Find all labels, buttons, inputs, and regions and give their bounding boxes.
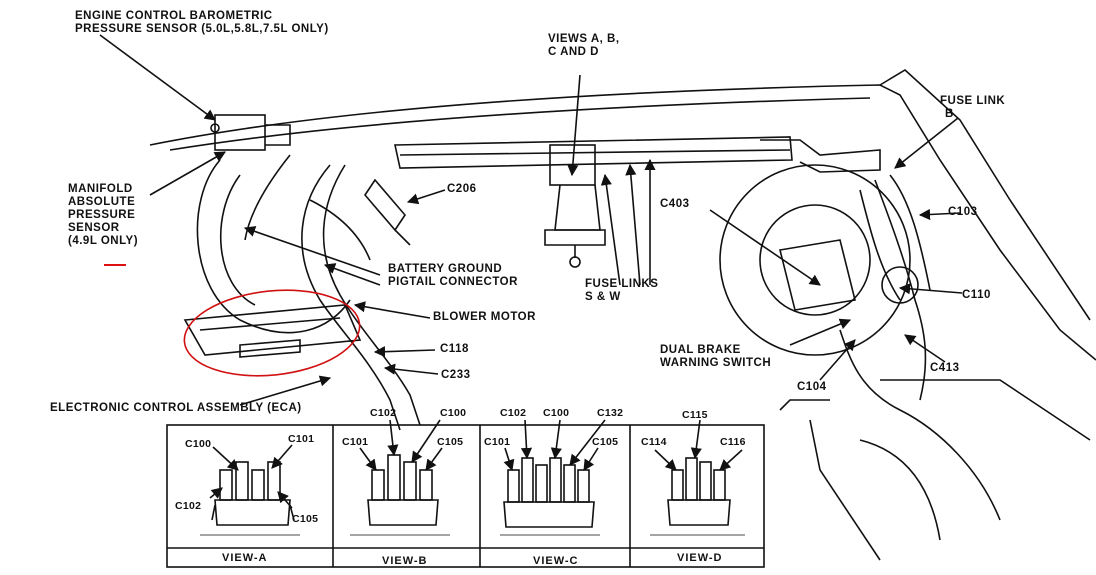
view-c-c101: C101 bbox=[484, 436, 511, 448]
view-a-c100: C100 bbox=[185, 438, 212, 450]
dual-brake-label: DUAL BRAKE WARNING SWITCH bbox=[660, 344, 771, 370]
eca-label: ELECTRONIC CONTROL ASSEMBLY (ECA) bbox=[50, 402, 302, 414]
brake-booster bbox=[719, 164, 911, 356]
map-sensor-label: MANIFOLD ABSOLUTE PRESSURE SENSOR (4.9L … bbox=[68, 183, 138, 248]
fuse-links-line2: S & W bbox=[585, 291, 621, 303]
views-label-line2: C AND D bbox=[548, 46, 599, 58]
view-d-c114: C114 bbox=[641, 436, 667, 448]
view-b-c105: C105 bbox=[437, 436, 464, 448]
map-label-line4: SENSOR bbox=[68, 222, 120, 234]
view-d-connectors bbox=[654, 419, 743, 526]
view-c-connectors bbox=[503, 419, 606, 528]
fuse-link-b-line2: B bbox=[945, 108, 954, 120]
map-label-line1: MANIFOLD bbox=[68, 183, 133, 195]
view-c-c100: C100 bbox=[543, 407, 570, 419]
fuse-links-line1: FUSE LINKS bbox=[585, 278, 659, 290]
view-b-c100: C100 bbox=[440, 407, 467, 419]
c233-label: C233 bbox=[441, 369, 471, 381]
view-d-c116: C116 bbox=[720, 436, 746, 448]
view-a-c105: C105 bbox=[292, 513, 319, 525]
fuse-links-sw-label: FUSE LINKS S & W bbox=[585, 278, 658, 304]
view-b-c102: C102 bbox=[370, 407, 397, 419]
eca-module bbox=[183, 304, 362, 356]
baro-label-line1: ENGINE CONTROL BAROMETRIC bbox=[75, 10, 273, 22]
map-label-line3: PRESSURE bbox=[68, 209, 136, 221]
c103-label: C103 bbox=[948, 206, 978, 218]
views-label: VIEWS A, B, C AND D bbox=[548, 33, 620, 59]
view-b-c101: C101 bbox=[342, 436, 369, 448]
view-d-title: VIEW-D bbox=[677, 552, 723, 564]
view-c-title: VIEW-C bbox=[533, 555, 579, 567]
view-c-c132: C132 bbox=[597, 407, 624, 419]
view-a-connectors bbox=[209, 444, 295, 526]
harness-rail bbox=[394, 136, 793, 169]
fuse-link-b-label: FUSE LINK B bbox=[940, 95, 1005, 121]
fuse-link-b-line1: FUSE LINK bbox=[940, 95, 1006, 107]
c110-label: C110 bbox=[962, 289, 991, 301]
view-a-c102: C102 bbox=[175, 500, 202, 512]
c413-label: C413 bbox=[930, 362, 960, 374]
brake-label-line2: WARNING SWITCH bbox=[660, 357, 772, 369]
baro-sensor-label: ENGINE CONTROL BAROMETRIC PRESSURE SENSO… bbox=[75, 10, 329, 36]
map-label-line2: ABSOLUTE bbox=[68, 196, 136, 208]
views-panel-frame bbox=[166, 424, 765, 568]
view-d-c115: C115 bbox=[682, 409, 708, 421]
view-b-title: VIEW-B bbox=[382, 555, 428, 567]
firewall-top-edge bbox=[149, 84, 1096, 361]
red-underline bbox=[104, 264, 126, 266]
c118-label: C118 bbox=[440, 343, 469, 355]
view-b-connectors bbox=[359, 419, 443, 526]
view-c-c102: C102 bbox=[500, 407, 527, 419]
c206-label: C206 bbox=[447, 183, 477, 195]
view-a-c101: C101 bbox=[288, 433, 315, 445]
views-label-line1: VIEWS A, B, bbox=[548, 33, 620, 45]
c104-label: C104 bbox=[797, 381, 827, 393]
c403-label: C403 bbox=[660, 198, 690, 210]
view-a-title: VIEW-A bbox=[222, 552, 268, 564]
battery-label-line1: BATTERY GROUND bbox=[388, 263, 503, 275]
battery-ground-label: BATTERY GROUND PIGTAIL CONNECTOR bbox=[388, 263, 518, 289]
brake-label-line1: DUAL BRAKE bbox=[660, 344, 741, 356]
baro-label-line2: PRESSURE SENSOR (5.0L,5.8L,7.5L ONLY) bbox=[75, 23, 329, 35]
map-label-line5: (4.9L ONLY) bbox=[68, 235, 139, 247]
battery-label-line2: PIGTAIL CONNECTOR bbox=[388, 276, 518, 288]
eca-highlight-circle bbox=[183, 289, 361, 377]
blower-motor-label: BLOWER MOTOR bbox=[433, 311, 536, 323]
center-connector-block bbox=[549, 144, 596, 186]
view-c-c105: C105 bbox=[592, 436, 619, 448]
